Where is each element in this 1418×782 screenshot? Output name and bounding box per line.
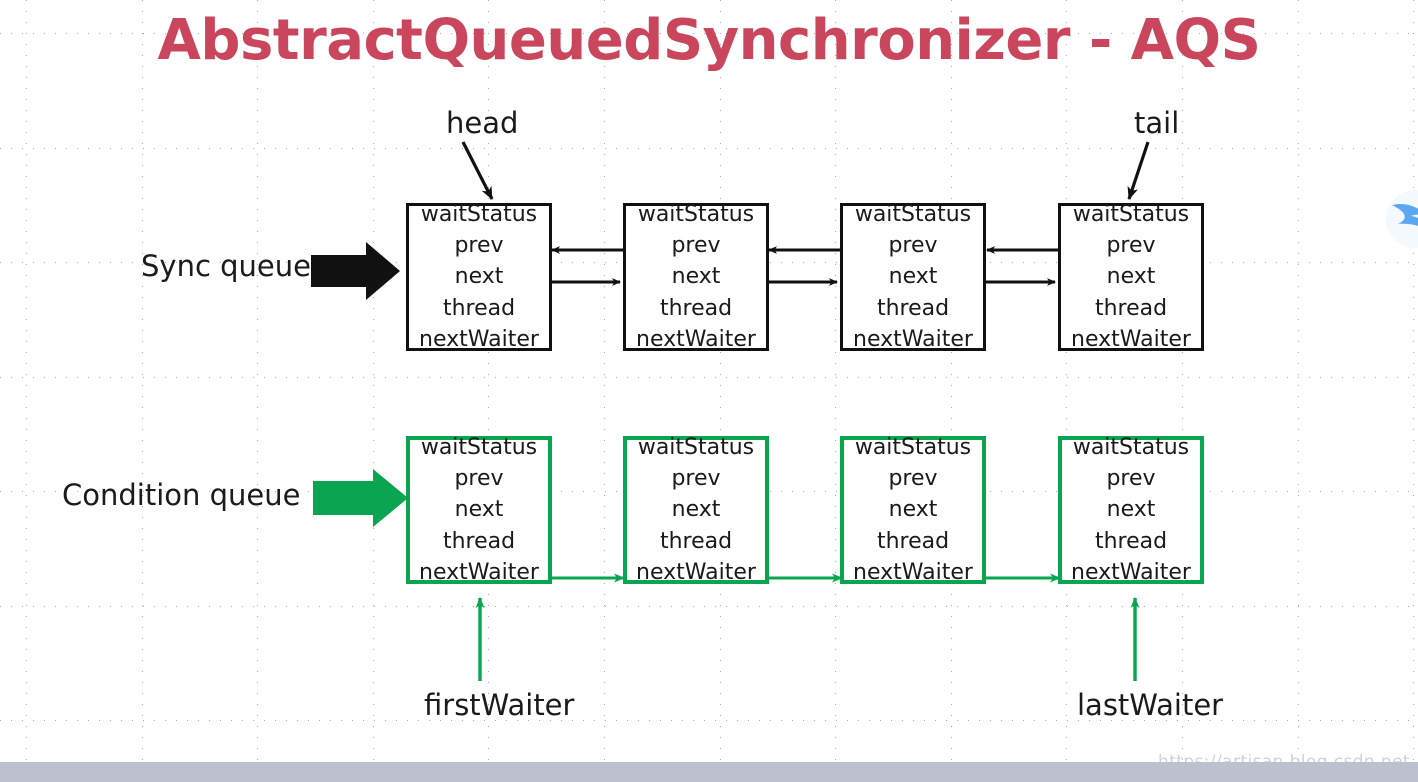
field-nextWaiter: nextWaiter [636,559,756,585]
grid-line-vertical [257,0,258,760]
field-thread: thread [1094,528,1168,554]
bottom-status-bar [0,762,1418,782]
grid-line-vertical [720,0,721,760]
sync-link-2 [767,246,841,286]
field-next: next [454,264,504,290]
field-waitStatus: waitStatus [420,434,538,460]
field-thread: thread [1094,295,1168,321]
field-prev: prev [671,466,721,492]
field-waitStatus: waitStatus [420,201,538,227]
field-nextWaiter: nextWaiter [1071,559,1191,585]
grid-line-vertical [142,0,143,760]
field-waitStatus: waitStatus [1072,201,1190,227]
condition-node-3[interactable]: waitStatus prev next thread nextWaiter [1058,435,1204,585]
head-label: head [446,106,519,140]
field-waitStatus: waitStatus [637,434,755,460]
page-title: AbstractQueuedSynchronizer - AQS [157,8,1261,73]
field-thread: thread [876,528,950,554]
tail-label: tail [1134,106,1180,140]
field-prev: prev [888,466,938,492]
sync-queue-label: Sync queue [141,249,311,283]
field-nextWaiter: nextWaiter [853,559,973,585]
field-next: next [454,497,504,523]
condition-queue-label: Condition queue [62,478,301,512]
grid-line-vertical [835,0,836,760]
condition-node-0[interactable]: waitStatus prev next thread nextWaiter [406,435,552,585]
grid-line-vertical [1298,0,1299,760]
field-thread: thread [442,295,516,321]
condition-queue-block-arrow [313,469,408,527]
field-next: next [1106,497,1156,523]
field-thread: thread [659,528,733,554]
grid-line-vertical [26,0,27,760]
field-thread: thread [659,295,733,321]
field-waitStatus: waitStatus [854,434,972,460]
sync-node-0[interactable]: waitStatus prev next thread nextWaiter [406,202,552,352]
field-nextWaiter: nextWaiter [419,559,539,585]
grid-line-vertical [1182,0,1183,760]
field-prev: prev [888,233,938,259]
field-prev: prev [671,233,721,259]
field-waitStatus: waitStatus [854,201,972,227]
field-thread: thread [876,295,950,321]
field-nextWaiter: nextWaiter [419,326,539,352]
field-nextWaiter: nextWaiter [636,326,756,352]
grid-line-horizontal [0,377,1418,378]
field-waitStatus: waitStatus [637,201,755,227]
field-prev: prev [454,466,504,492]
last-waiter-label: lastWaiter [1077,688,1224,722]
sync-node-2[interactable]: waitStatus prev next thread nextWaiter [840,202,986,352]
sync-link-3 [985,246,1059,286]
field-waitStatus: waitStatus [1072,434,1190,460]
sync-node-3[interactable]: waitStatus prev next thread nextWaiter [1058,202,1204,352]
sync-link-1 [550,246,624,286]
bird-badge-icon [1386,190,1418,248]
head-pointer-arrow [461,141,494,200]
field-prev: prev [1106,466,1156,492]
grid-line-horizontal [0,606,1418,607]
grid-line-vertical [373,0,374,760]
field-next: next [888,264,938,290]
condition-node-1[interactable]: waitStatus prev next thread nextWaiter [623,435,769,585]
field-nextWaiter: nextWaiter [853,326,973,352]
grid-line-vertical [1413,0,1414,760]
sync-queue-block-arrow [311,242,400,300]
first-waiter-label: firstWaiter [424,688,575,722]
field-nextWaiter: nextWaiter [1071,326,1191,352]
field-next: next [888,497,938,523]
field-next: next [671,497,721,523]
grid-line-vertical [604,0,605,760]
field-next: next [671,264,721,290]
grid-line-horizontal [0,148,1418,149]
grid-line-vertical [951,0,952,760]
grid-line-vertical [1066,0,1067,760]
condition-node-2[interactable]: waitStatus prev next thread nextWaiter [840,435,986,585]
field-thread: thread [442,528,516,554]
field-prev: prev [454,233,504,259]
tail-pointer-arrow [1127,141,1150,200]
field-prev: prev [1106,233,1156,259]
sync-node-1[interactable]: waitStatus prev next thread nextWaiter [623,202,769,352]
field-next: next [1106,264,1156,290]
